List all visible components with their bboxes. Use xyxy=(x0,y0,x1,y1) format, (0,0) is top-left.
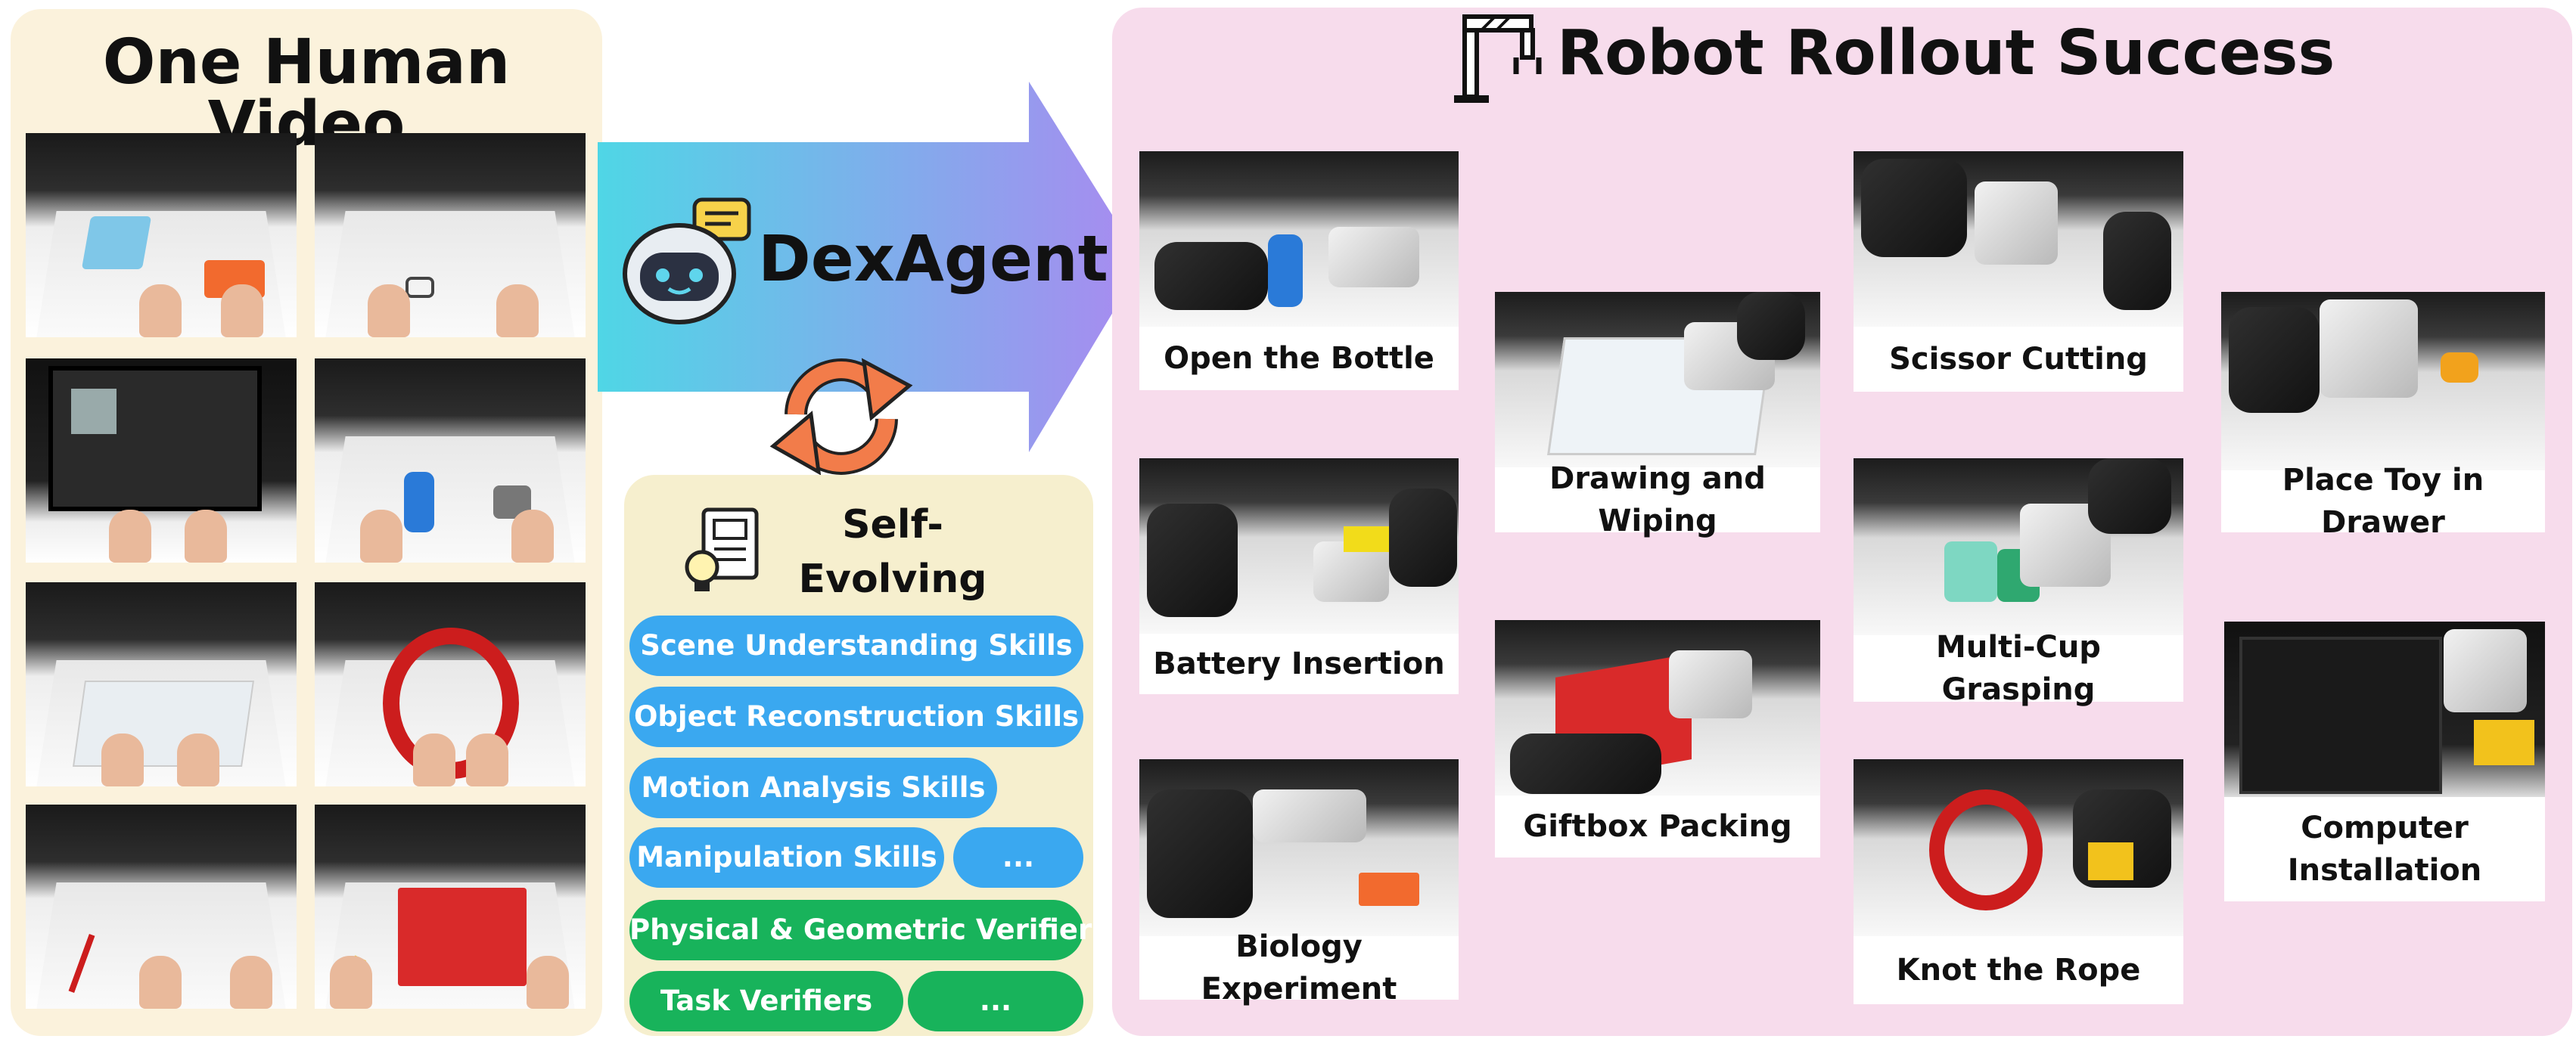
task-label-open-the-bottle: Open the Bottle xyxy=(1164,341,1434,376)
cycle-arrows-icon xyxy=(769,358,913,476)
task-tile-knot-the-rope: Knot the Rope xyxy=(1854,759,2183,1004)
manipulation-skills-pill: Manipulation Skills xyxy=(629,827,944,888)
task-tile-drawing-and-wiping: Drawing and Wiping xyxy=(1495,292,1820,538)
task-verifiers-pill: Task Verifiers xyxy=(629,971,903,1031)
robot-agent-icon xyxy=(623,197,751,324)
task-tile-scissor-cutting: Scissor Cutting xyxy=(1854,151,2183,392)
task-label-computer-installation-text: Computer Installation xyxy=(2287,811,2482,888)
task-tile-open-the-bottle: Open the Bottle xyxy=(1139,151,1459,390)
task-label-giftbox-packing: Giftbox Packing xyxy=(1523,809,1792,844)
task-tile-place-toy-in-drawer: Place Toy in Drawer xyxy=(2221,292,2545,540)
robot-arm-icon xyxy=(1454,14,1542,103)
more-verifiers-pill: ... xyxy=(908,971,1083,1031)
human-video-frame-7 xyxy=(26,805,297,1009)
task-tile-battery-insertion: Battery Insertion xyxy=(1139,458,1459,694)
dexagent-label: DexAgent xyxy=(758,222,1108,296)
scene-understanding-skills-pill: Scene Understanding Skills xyxy=(629,616,1083,676)
task-label-knot-the-rope: Knot the Rope xyxy=(1896,953,2141,988)
task-label-computer-installation: Computer Installation xyxy=(2224,797,2545,901)
task-label-biology-experiment: Biology Experiment xyxy=(1201,929,1397,1006)
dexagent-flow-arrow xyxy=(598,82,1142,452)
human-video-frame-5 xyxy=(26,582,297,786)
object-reconstruction-skills-pill: Object Reconstruction Skills xyxy=(629,687,1083,747)
physical-geometric-verifiers-pill: Physical & Geometric Verifiers xyxy=(629,900,1108,960)
tool-library-title-line1: Self-Evolving xyxy=(798,502,987,602)
human-video-frame-6 xyxy=(315,582,586,786)
motion-analysis-skills-pill: Motion Analysis Skills xyxy=(629,758,997,818)
task-tile-biology-experiment: Biology Experiment xyxy=(1139,759,1459,1006)
task-tile-computer-installation: Computer Installation xyxy=(2224,622,2545,901)
task-tile-multi-cup-grasping: Multi-Cup Grasping xyxy=(1854,458,2183,707)
task-label-place-toy-in-drawer: Place Toy in Drawer xyxy=(2282,463,2484,540)
robot-rollout-title: Robot Rollout Success xyxy=(1557,17,2335,89)
human-video-frame-4 xyxy=(315,358,586,563)
more-skills-pill: ... xyxy=(953,827,1083,888)
document-lightbulb-icon xyxy=(685,507,759,591)
task-tile-giftbox-packing: Giftbox Packing xyxy=(1495,620,1820,858)
task-label-multi-cup-grasping: Multi-Cup Grasping xyxy=(1936,630,2101,707)
human-video-frame-3 xyxy=(26,358,297,563)
task-label-scissor-cutting: Scissor Cutting xyxy=(1889,342,2148,377)
task-label-battery-insertion: Battery Insertion xyxy=(1153,647,1445,681)
human-video-frame-2 xyxy=(315,133,586,337)
human-video-frame-8 xyxy=(315,805,586,1009)
human-video-frame-1 xyxy=(26,133,297,337)
task-label-drawing-and-wiping: Drawing and Wiping xyxy=(1549,461,1766,538)
